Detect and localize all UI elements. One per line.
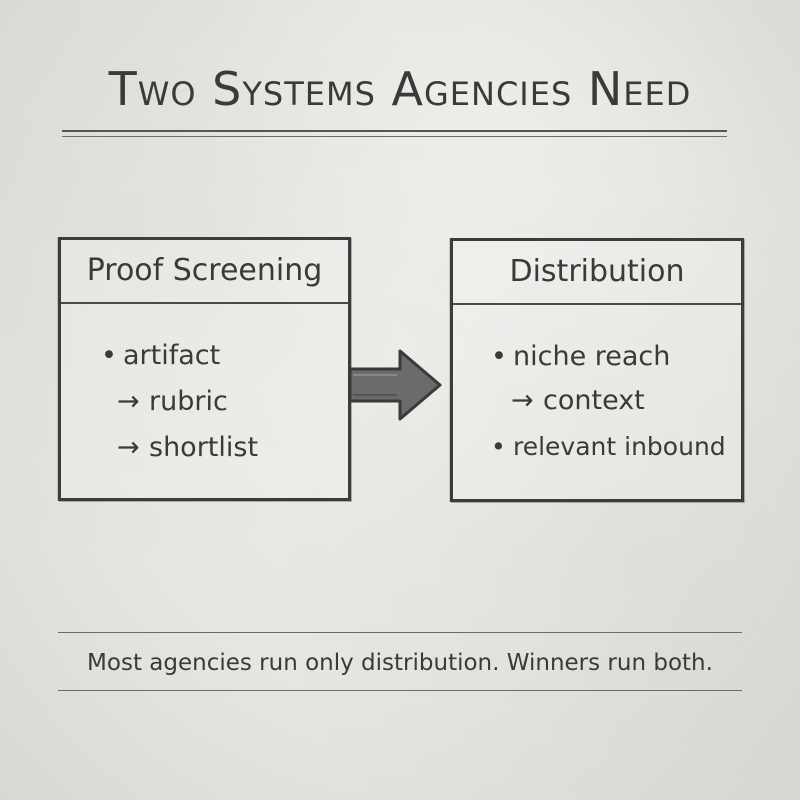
bullet-icon: •: [101, 340, 117, 371]
list-item-text: artifact: [123, 340, 221, 371]
list-item-text: relevant inbound: [513, 432, 726, 461]
bullet-icon: •: [491, 341, 507, 372]
list-item: → shortlist: [117, 432, 258, 464]
list-item: •relevant inbound: [491, 431, 726, 463]
footer-note: Most agencies run only distribution. Win…: [87, 650, 713, 676]
distribution-list: •niche reach →context •relevant inbound: [453, 305, 741, 499]
list-item-text: shortlist: [149, 432, 259, 463]
title-underline-secondary: [62, 136, 727, 137]
list-item: •niche reach: [491, 341, 670, 373]
right-arrow-icon: [348, 349, 442, 421]
page-title: Two Systems Agencies Need: [108, 62, 692, 116]
proof-screening-list: •artifact → rubric → shortlist: [61, 304, 348, 498]
right-arrow-glyph-icon: →: [511, 385, 534, 416]
distribution-box: Distribution •niche reach →context •rele…: [450, 238, 744, 502]
box-heading-proof-screening: Proof Screening: [61, 240, 348, 304]
right-arrow-glyph-icon: →: [117, 432, 140, 463]
right-arrow-glyph-icon: →: [117, 386, 140, 417]
list-item-text: context: [543, 385, 645, 416]
list-item-text: rubric: [149, 386, 228, 417]
list-item: •artifact: [101, 340, 220, 372]
list-item: → context: [511, 385, 645, 417]
footer-bottom-rule: [58, 690, 742, 691]
footer-top-rule: [58, 632, 742, 633]
bullet-icon: •: [491, 432, 506, 461]
title-underline: [62, 130, 727, 132]
list-item-text: niche reach: [513, 341, 671, 372]
list-item: → rubric: [117, 386, 228, 418]
proof-screening-box: Proof Screening •artifact → rubric → short…: [58, 237, 351, 501]
box-heading-distribution: Distribution: [453, 241, 741, 305]
